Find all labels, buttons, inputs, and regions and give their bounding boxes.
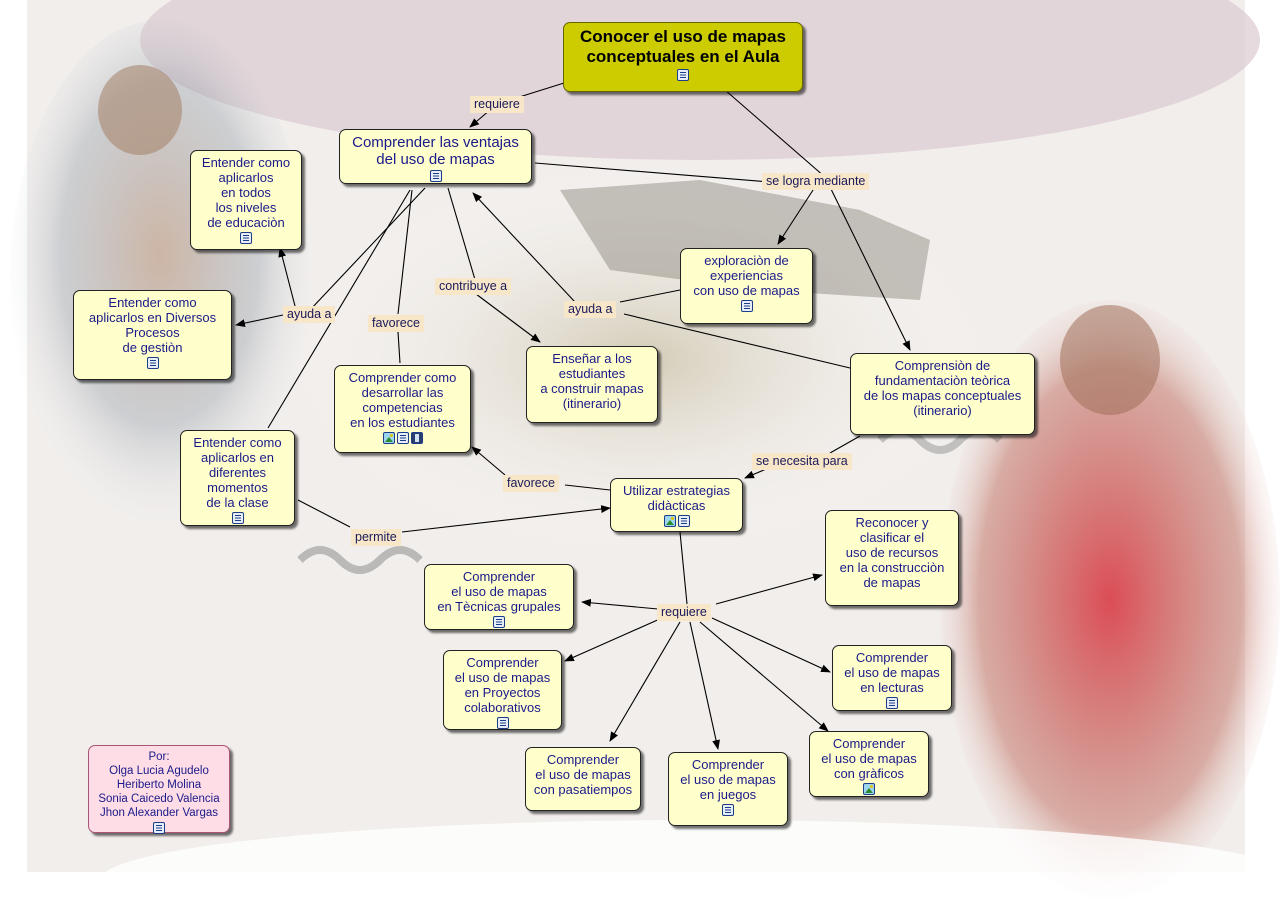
concept-pasatiempos[interactable]: Comprender el uso de mapas con pasatiemp… [525, 747, 641, 811]
concept-text: Comprender el uso de mapas en Tècnicas g… [437, 569, 561, 614]
link-requiere-bottom: requiere [657, 604, 711, 621]
concept-text: Comprender como desarrollar las competen… [348, 370, 457, 430]
concept-resources [197, 232, 295, 246]
concept-resources [687, 300, 806, 314]
document-icon[interactable] [493, 616, 505, 628]
main-concept[interactable]: Conocer el uso de mapas conceptuales en … [563, 22, 803, 92]
concept-resources [675, 804, 781, 818]
concept-text: Comprensiòn de fundamentaciòn teòrica de… [863, 358, 1022, 418]
concept-text: Entender como aplicarlos en diferentes m… [193, 435, 282, 510]
authors-text: Por: Olga Lucia Agudelo Heriberto Molina… [98, 751, 220, 819]
concept-resources [450, 717, 555, 731]
link-se-logra-mediante: se logra mediante [762, 173, 870, 190]
document-icon[interactable] [240, 232, 252, 244]
document-icon[interactable] [153, 822, 165, 834]
document-icon[interactable] [231, 512, 244, 524]
concept-competencias[interactable]: Comprender como desarrollar las competen… [334, 365, 471, 453]
concept-ventajas[interactable]: Comprender las ventajas del uso de mapas [339, 129, 532, 184]
authors-box[interactable]: Por: Olga Lucia Agudelo Heriberto Molina… [88, 745, 230, 836]
concept-text: Comprender el uso de mapas en juegos [680, 757, 776, 802]
concept-resources [346, 170, 525, 184]
concept-estrategias[interactable]: Utilizar estrategias didàcticas [610, 478, 743, 532]
link-ayuda-a-left: ayuda a [283, 306, 336, 323]
link-ayuda-a-right: ayuda a [564, 301, 617, 318]
image-icon[interactable] [863, 783, 875, 795]
document-icon[interactable] [429, 170, 442, 182]
concept-resources [80, 357, 225, 371]
concept-lecturas[interactable]: Comprender el uso de mapas en lecturas [832, 645, 952, 711]
concept-text: Comprender el uso de mapas con gràficos [821, 736, 917, 781]
link-contribuye-a: contribuye a [435, 278, 512, 295]
concept-procesos[interactable]: Entender como aplicarlos en Diversos Pro… [73, 290, 232, 380]
document-icon[interactable] [496, 717, 509, 729]
main-concept-resources [570, 69, 796, 83]
concept-resources [431, 616, 567, 630]
concept-text: exploraciòn de experiencias con uso de m… [693, 253, 800, 298]
concept-niveles[interactable]: Entender como aplicarlos en todos los ni… [190, 150, 302, 250]
main-concept-line2: conceptuales en el Aula [586, 47, 780, 66]
concept-momentos[interactable]: Entender como aplicarlos en diferentes m… [180, 430, 295, 526]
document-icon[interactable] [677, 69, 689, 81]
concept-text: Comprender el uso de mapas con pasatiemp… [533, 752, 633, 797]
concept-text: Enseñar a los estudiantes a construir ma… [540, 351, 644, 411]
concept-grupales[interactable]: Comprender el uso de mapas en Tècnicas g… [424, 564, 574, 630]
document-icon[interactable] [677, 515, 690, 527]
document-icon[interactable] [722, 804, 734, 816]
link-favorece-top: favorece [368, 315, 424, 332]
concept-exploracion[interactable]: exploraciòn de experiencias con uso de m… [680, 248, 813, 324]
concept-text: Entender como aplicarlos en todos los ni… [201, 155, 291, 230]
image-icon[interactable] [382, 432, 395, 444]
concept-recursos[interactable]: Reconocer y clasificar el uso de recurso… [825, 510, 959, 606]
concept-fundamentacion[interactable]: Comprensiòn de fundamentaciòn teòrica de… [850, 353, 1035, 435]
concept-proyectos[interactable]: Comprender el uso de mapas en Proyectos … [443, 650, 562, 730]
video-icon[interactable] [410, 432, 423, 444]
concept-ensenar[interactable]: Enseñar a los estudiantes a construir ma… [526, 346, 658, 423]
concept-resources [816, 783, 922, 797]
concept-resources [341, 432, 464, 446]
concept-text: Comprender las ventajas del uso de mapas [352, 134, 519, 168]
link-se-necesita-para: se necesita para [752, 453, 852, 470]
link-requiere-top: requiere [470, 96, 524, 113]
concept-text: Comprender el uso de mapas en lecturas [844, 650, 940, 695]
document-icon[interactable] [886, 697, 898, 709]
concept-graficos[interactable]: Comprender el uso de mapas con gràficos [809, 731, 929, 797]
concept-resources [187, 512, 288, 526]
authors-resources [95, 822, 223, 836]
concept-resources [617, 515, 736, 529]
concept-juegos[interactable]: Comprender el uso de mapas en juegos [668, 752, 788, 826]
link-favorece-mid: favorece [503, 475, 559, 492]
concept-text: Utilizar estrategias didàcticas [623, 483, 730, 513]
concept-text: Entender como aplicarlos en Diversos Pro… [88, 295, 217, 355]
concept-text: Comprender el uso de mapas en Proyectos … [454, 655, 551, 715]
document-icon[interactable] [396, 432, 409, 444]
concept-text: Reconocer y clasificar el uso de recurso… [839, 515, 945, 590]
main-concept-line1: Conocer el uso de mapas [580, 27, 786, 46]
link-permite: permite [351, 529, 401, 546]
document-icon[interactable] [146, 357, 159, 369]
concept-resources [839, 697, 945, 711]
image-icon[interactable] [663, 515, 676, 527]
document-icon[interactable] [740, 300, 753, 312]
